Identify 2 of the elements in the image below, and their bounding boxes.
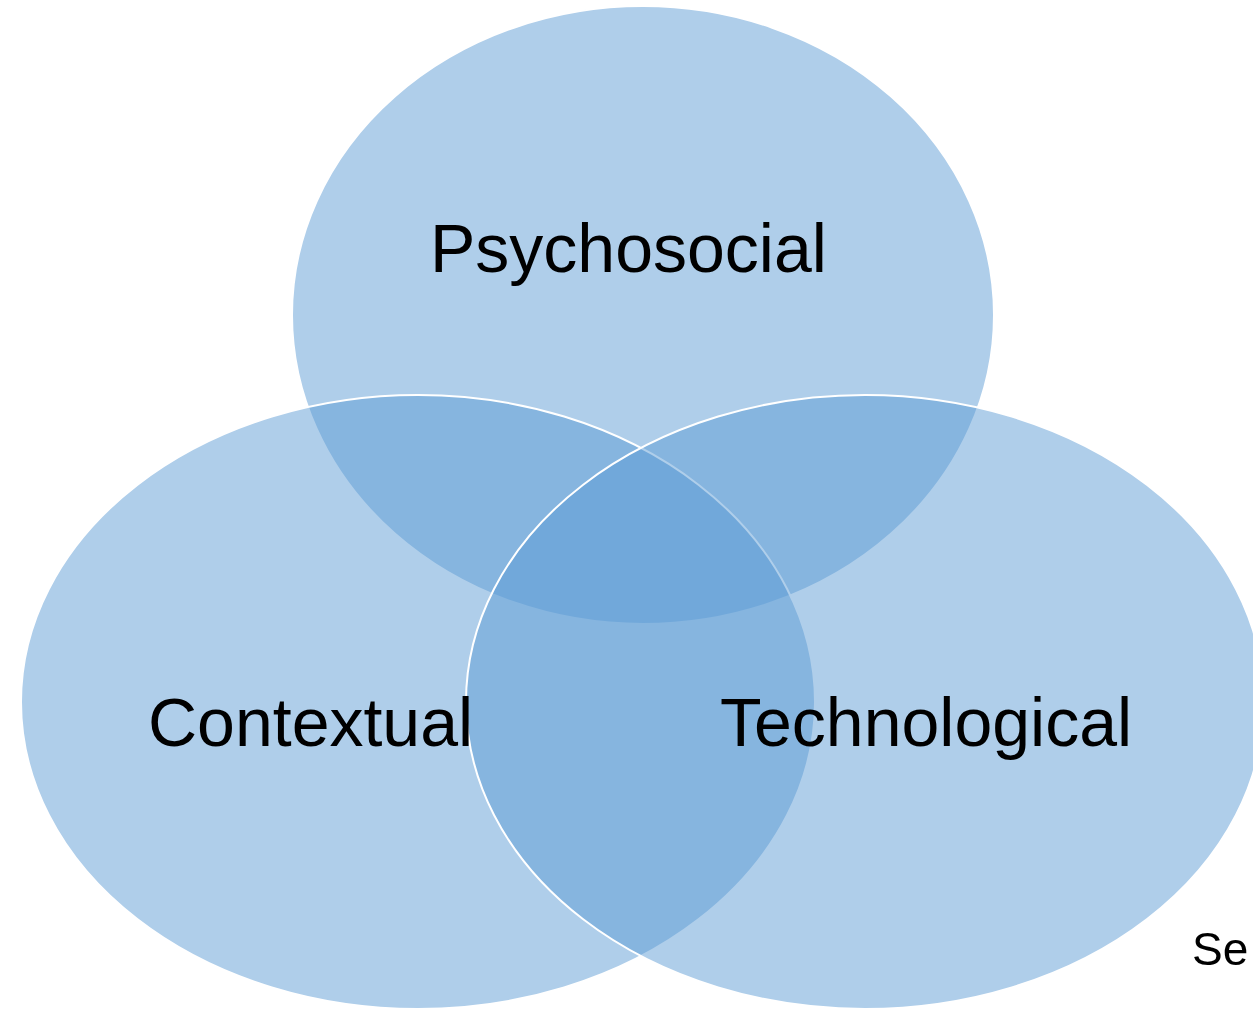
- note-text: Se: [1192, 926, 1249, 972]
- set-label: Contextual: [148, 688, 474, 756]
